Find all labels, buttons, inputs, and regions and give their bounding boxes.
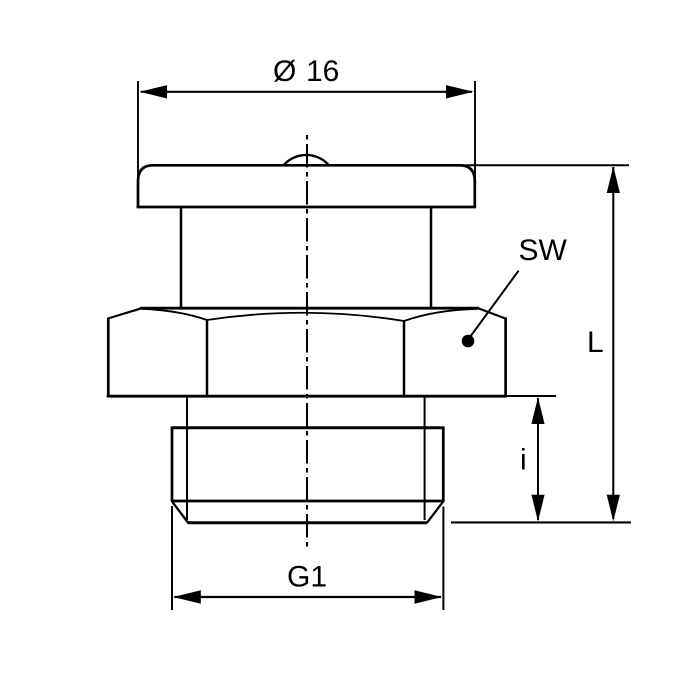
svg-text:G1: G1 [287,560,327,593]
svg-text:i: i [520,444,527,477]
svg-text:Ø: Ø [273,55,296,88]
svg-text:16: 16 [306,55,339,88]
svg-text:L: L [587,326,604,359]
svg-text:SW: SW [519,234,568,267]
